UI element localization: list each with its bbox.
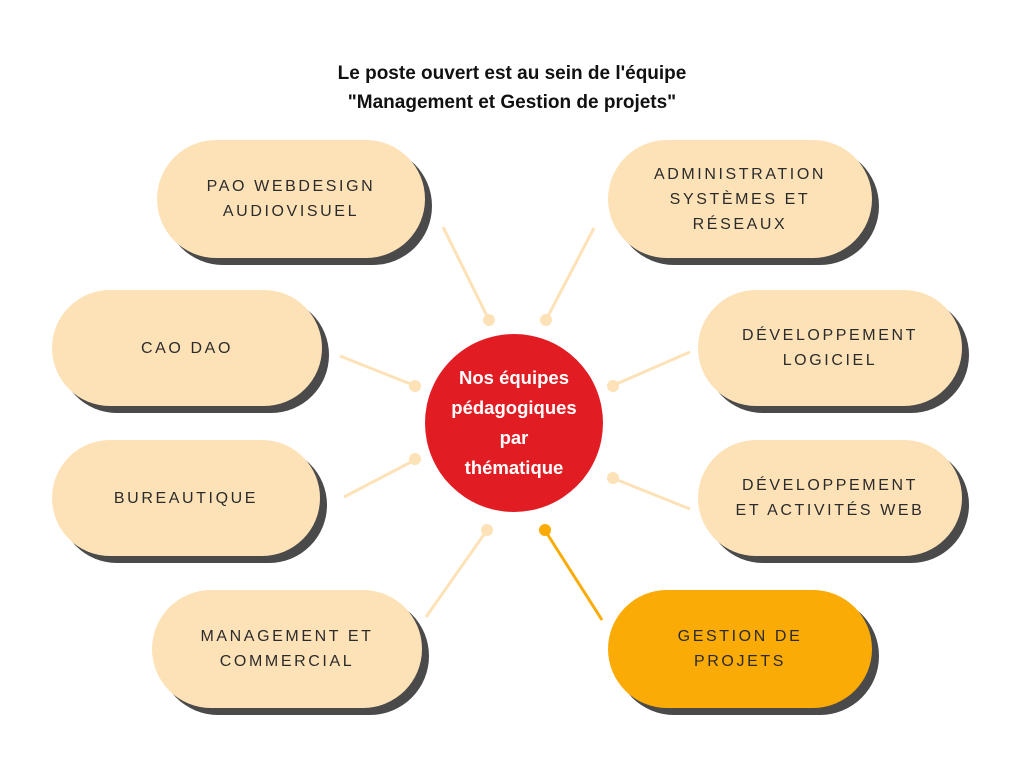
connector-pao xyxy=(441,226,495,326)
connector-management xyxy=(424,524,493,618)
team-pill-dev-web: DÉVELOPPEMENT ET ACTIVITÉS WEB xyxy=(698,440,962,556)
connector-dev-web xyxy=(607,472,691,511)
team-label-pao: PAO WEBDESIGN AUDIOVISUEL xyxy=(206,178,376,220)
hub-circle: Nos équipes pédagogiques par thématique xyxy=(425,334,603,512)
team-pill-admin: ADMINISTRATION SYSTÈMES ET RÉSEAUX xyxy=(608,140,872,258)
title-line-2: "Management et Gestion de projets" xyxy=(347,92,677,113)
connector-gestion xyxy=(539,524,604,621)
team-label-dev-web: DÉVELOPPEMENT ET ACTIVITÉS WEB xyxy=(735,477,925,519)
title-line-1: Le poste ouvert est au sein de l'équipe xyxy=(337,63,687,84)
team-label-bureautique: BUREAUTIQUE xyxy=(113,489,259,507)
team-pill-cao: CAO DAO xyxy=(52,290,322,406)
team-label-dev-logiciel: DÉVELOPPEMENT LOGICIEL xyxy=(741,327,919,369)
connector-admin xyxy=(540,227,596,326)
team-label-cao: CAO DAO xyxy=(141,339,233,357)
team-pill-dev-logiciel: DÉVELOPPEMENT LOGICIEL xyxy=(698,290,962,406)
connector-bureautique xyxy=(343,453,421,499)
team-label-gestion: GESTION DE PROJETS xyxy=(677,628,803,670)
connector-cao xyxy=(339,354,421,392)
team-pill-bureautique: BUREAUTIQUE xyxy=(52,440,320,556)
hub-label: Nos équipes pédagogiques par thématique xyxy=(451,367,577,478)
team-label-management: MANAGEMENT ET COMMERCIAL xyxy=(200,628,374,670)
team-label-admin: ADMINISTRATION SYSTÈMES ET RÉSEAUX xyxy=(653,165,827,233)
team-pill-pao: PAO WEBDESIGN AUDIOVISUEL xyxy=(157,140,425,258)
team-pill-management: MANAGEMENT ET COMMERCIAL xyxy=(152,590,422,708)
connector-dev-logiciel xyxy=(607,350,691,392)
team-pill-gestion: GESTION DE PROJETS xyxy=(608,590,872,708)
